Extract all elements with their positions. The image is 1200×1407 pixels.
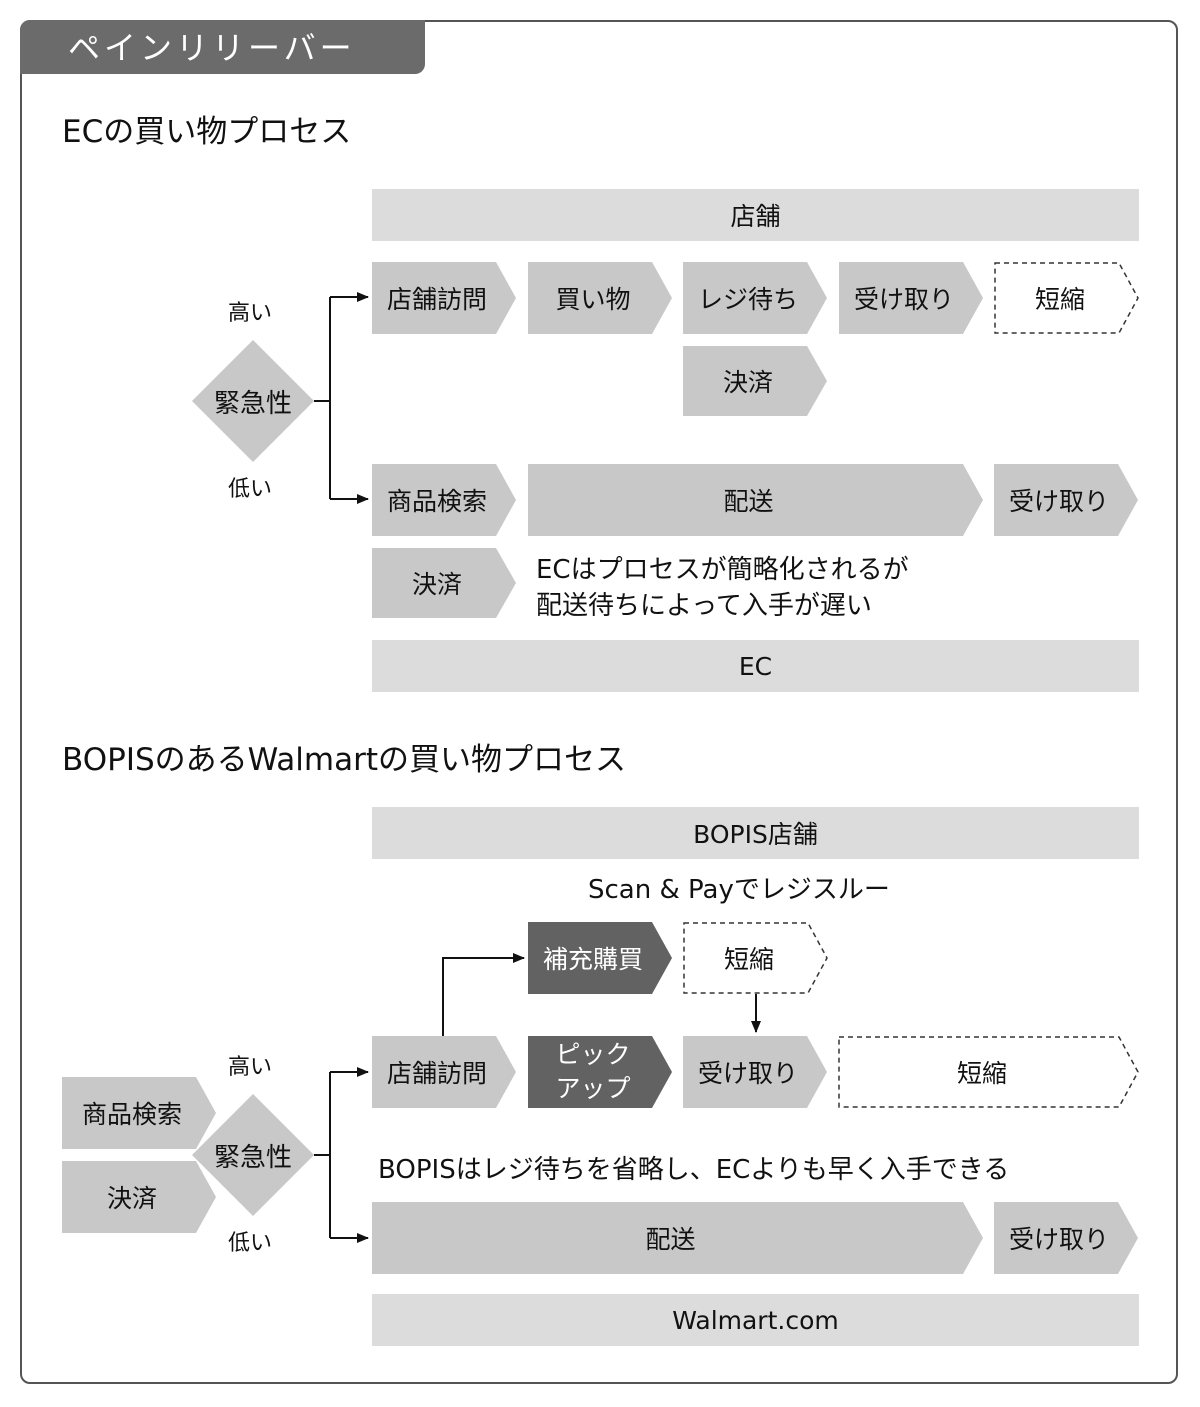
step-label: レジ待ち xyxy=(697,285,798,314)
step-label: 短縮 xyxy=(1034,285,1085,314)
ec-note-line-1: ECはプロセスが簡略化されるが xyxy=(536,555,909,585)
urgency-low-label: 低い xyxy=(228,477,273,502)
walmart-branch-arrows xyxy=(314,953,761,1243)
dashed-chevron-outline xyxy=(838,1036,1139,1108)
step-label: 短縮 xyxy=(723,945,774,974)
step-label: 配送 xyxy=(645,1225,696,1254)
step-store-payment: 決済 xyxy=(683,346,827,416)
step-label: 商品検索 xyxy=(81,1100,182,1129)
step-store-visit-2: 店舗訪問 xyxy=(372,1036,516,1108)
bopis-note: BOPISはレジ待ちを省略し、ECよりも早く入手できる xyxy=(378,1155,1010,1185)
step-label: 配送 xyxy=(723,487,774,516)
store-bar: 店舗 xyxy=(372,189,1139,241)
step-label-line-2: アップ xyxy=(555,1074,631,1103)
ec-branch-arrows xyxy=(314,292,369,504)
step-product-search-left: 商品検索 xyxy=(62,1077,216,1149)
step-label: 受け取り xyxy=(853,285,954,314)
step-label: 短縮 xyxy=(956,1059,1007,1088)
step-shortened-right: 短縮 xyxy=(838,1036,1140,1108)
step-shopping: 買い物 xyxy=(528,262,672,334)
step-label-line-1: ピック xyxy=(555,1040,631,1069)
step-payment-left: 決済 xyxy=(62,1161,216,1233)
urgency-diamond-2: 緊急性 xyxy=(192,1094,314,1216)
walmart-com-bar: Walmart.com xyxy=(372,1294,1139,1346)
ec-bar: EC xyxy=(372,640,1139,692)
step-label: 決済 xyxy=(106,1184,157,1213)
dashed-chevron-outline xyxy=(683,922,828,994)
urgency-label: 緊急性 xyxy=(213,388,292,419)
step-label: 商品検索 xyxy=(386,487,487,516)
scan-pay-note: Scan & Payでレジスルー xyxy=(588,875,890,905)
urgency-high-label-2: 高い xyxy=(228,1055,273,1080)
step-store-visit: 店舗訪問 xyxy=(372,262,516,334)
step-label: 店舗訪問 xyxy=(386,285,487,314)
bopis-store-bar: BOPIS店舗 xyxy=(372,807,1139,859)
tab-title: ペインリリーバー xyxy=(68,29,356,67)
ec-section-heading: ECの買い物プロセス xyxy=(62,114,352,150)
step-label: 決済 xyxy=(722,368,773,397)
step-label: 店舗訪問 xyxy=(386,1059,487,1088)
urgency-diamond: 緊急性 xyxy=(192,340,314,462)
step-receive-ec: 受け取り xyxy=(994,464,1138,536)
step-label: 受け取り xyxy=(697,1059,798,1088)
step-replenishment: 補充購買 xyxy=(528,922,672,994)
step-ec-payment: 決済 xyxy=(372,548,516,618)
title-tab xyxy=(20,20,425,74)
step-delivery-2: 配送 xyxy=(372,1202,983,1274)
ec-note-line-2: 配送待ちによって入手が遅い xyxy=(536,591,872,621)
step-label: 補充購買 xyxy=(542,945,643,974)
step-label: 買い物 xyxy=(555,285,631,314)
step-receive: 受け取り xyxy=(839,262,983,334)
step-shortened-top: 短縮 xyxy=(683,922,829,994)
urgency-low-label-2: 低い xyxy=(228,1231,273,1256)
step-label: 受け取り xyxy=(1008,487,1109,516)
step-label: 受け取り xyxy=(1008,1225,1109,1254)
step-product-search: 商品検索 xyxy=(372,464,516,536)
urgency-high-label: 高い xyxy=(228,301,273,326)
step-pickup: ピックアップ xyxy=(528,1036,672,1108)
step-delivery: 配送 xyxy=(528,464,983,536)
step-receive-bottom: 受け取り xyxy=(994,1202,1138,1274)
dashed-chevron-outline xyxy=(994,262,1139,334)
step-checkout-wait: レジ待ち xyxy=(683,262,827,334)
step-shortened: 短縮 xyxy=(994,262,1140,334)
walmart-section-heading: BOPISのあるWalmartの買い物プロセス xyxy=(62,742,627,778)
step-receive-2: 受け取り xyxy=(683,1036,827,1108)
panel-frame xyxy=(20,20,1178,1384)
urgency-label: 緊急性 xyxy=(213,1142,292,1173)
step-label: 決済 xyxy=(411,570,462,599)
